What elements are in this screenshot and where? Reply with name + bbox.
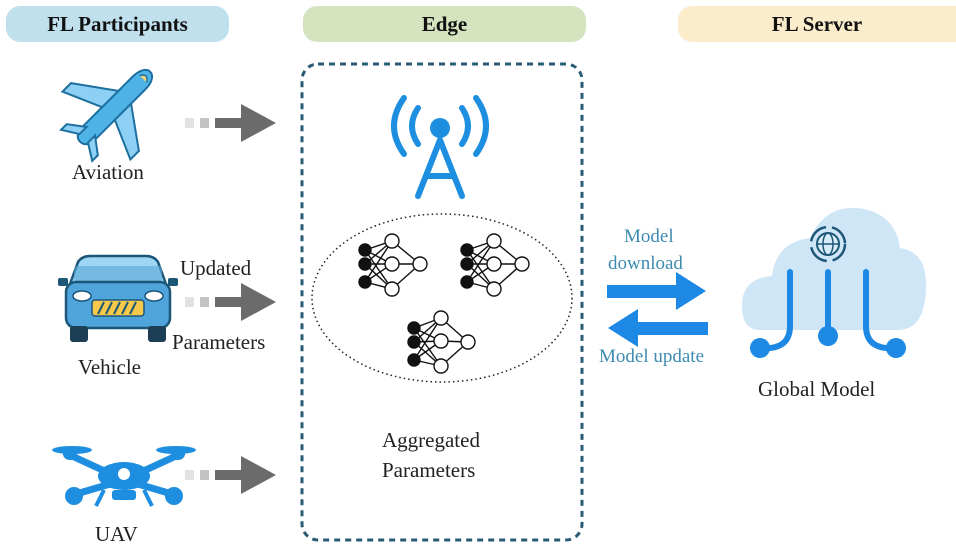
model-download-arrow [607, 272, 706, 310]
arrow-aviation [185, 104, 276, 142]
edge-header: Edge [303, 6, 586, 42]
participant-label-aviation: Aviation [72, 160, 144, 184]
fl-participants-header: FL Participants [6, 6, 229, 42]
aggregated-parameters-label: Parameters [382, 458, 476, 482]
model-update-arrow [608, 309, 708, 347]
antenna-tower-icon [391, 95, 489, 199]
car-icon [58, 254, 178, 342]
participant-label-uav: UAV [95, 522, 138, 546]
arrow-vehicle [185, 283, 276, 321]
model-download-label-line2: download [608, 253, 683, 274]
aggregated-label: Aggregated [382, 428, 480, 452]
participant-label-vehicle: Vehicle [78, 355, 141, 379]
arrow-uav [185, 456, 276, 494]
neural-network-icon [358, 233, 428, 297]
cloud-globe-icon [742, 207, 927, 358]
parameters-label: Parameters [172, 330, 266, 354]
airplane-icon [59, 68, 154, 163]
model-update-label: Model update [599, 346, 705, 367]
model-download-label-line1: Model [624, 226, 674, 247]
global-model-label: Global Model [758, 377, 876, 401]
neural-network-icon [407, 310, 476, 374]
fl-server-header: FL Server [678, 6, 956, 42]
aggregation-ellipse [311, 213, 573, 383]
updated-label: Updated [180, 256, 252, 280]
drone-icon [52, 446, 196, 507]
edge-container [300, 62, 584, 542]
neural-network-icon [460, 233, 530, 297]
